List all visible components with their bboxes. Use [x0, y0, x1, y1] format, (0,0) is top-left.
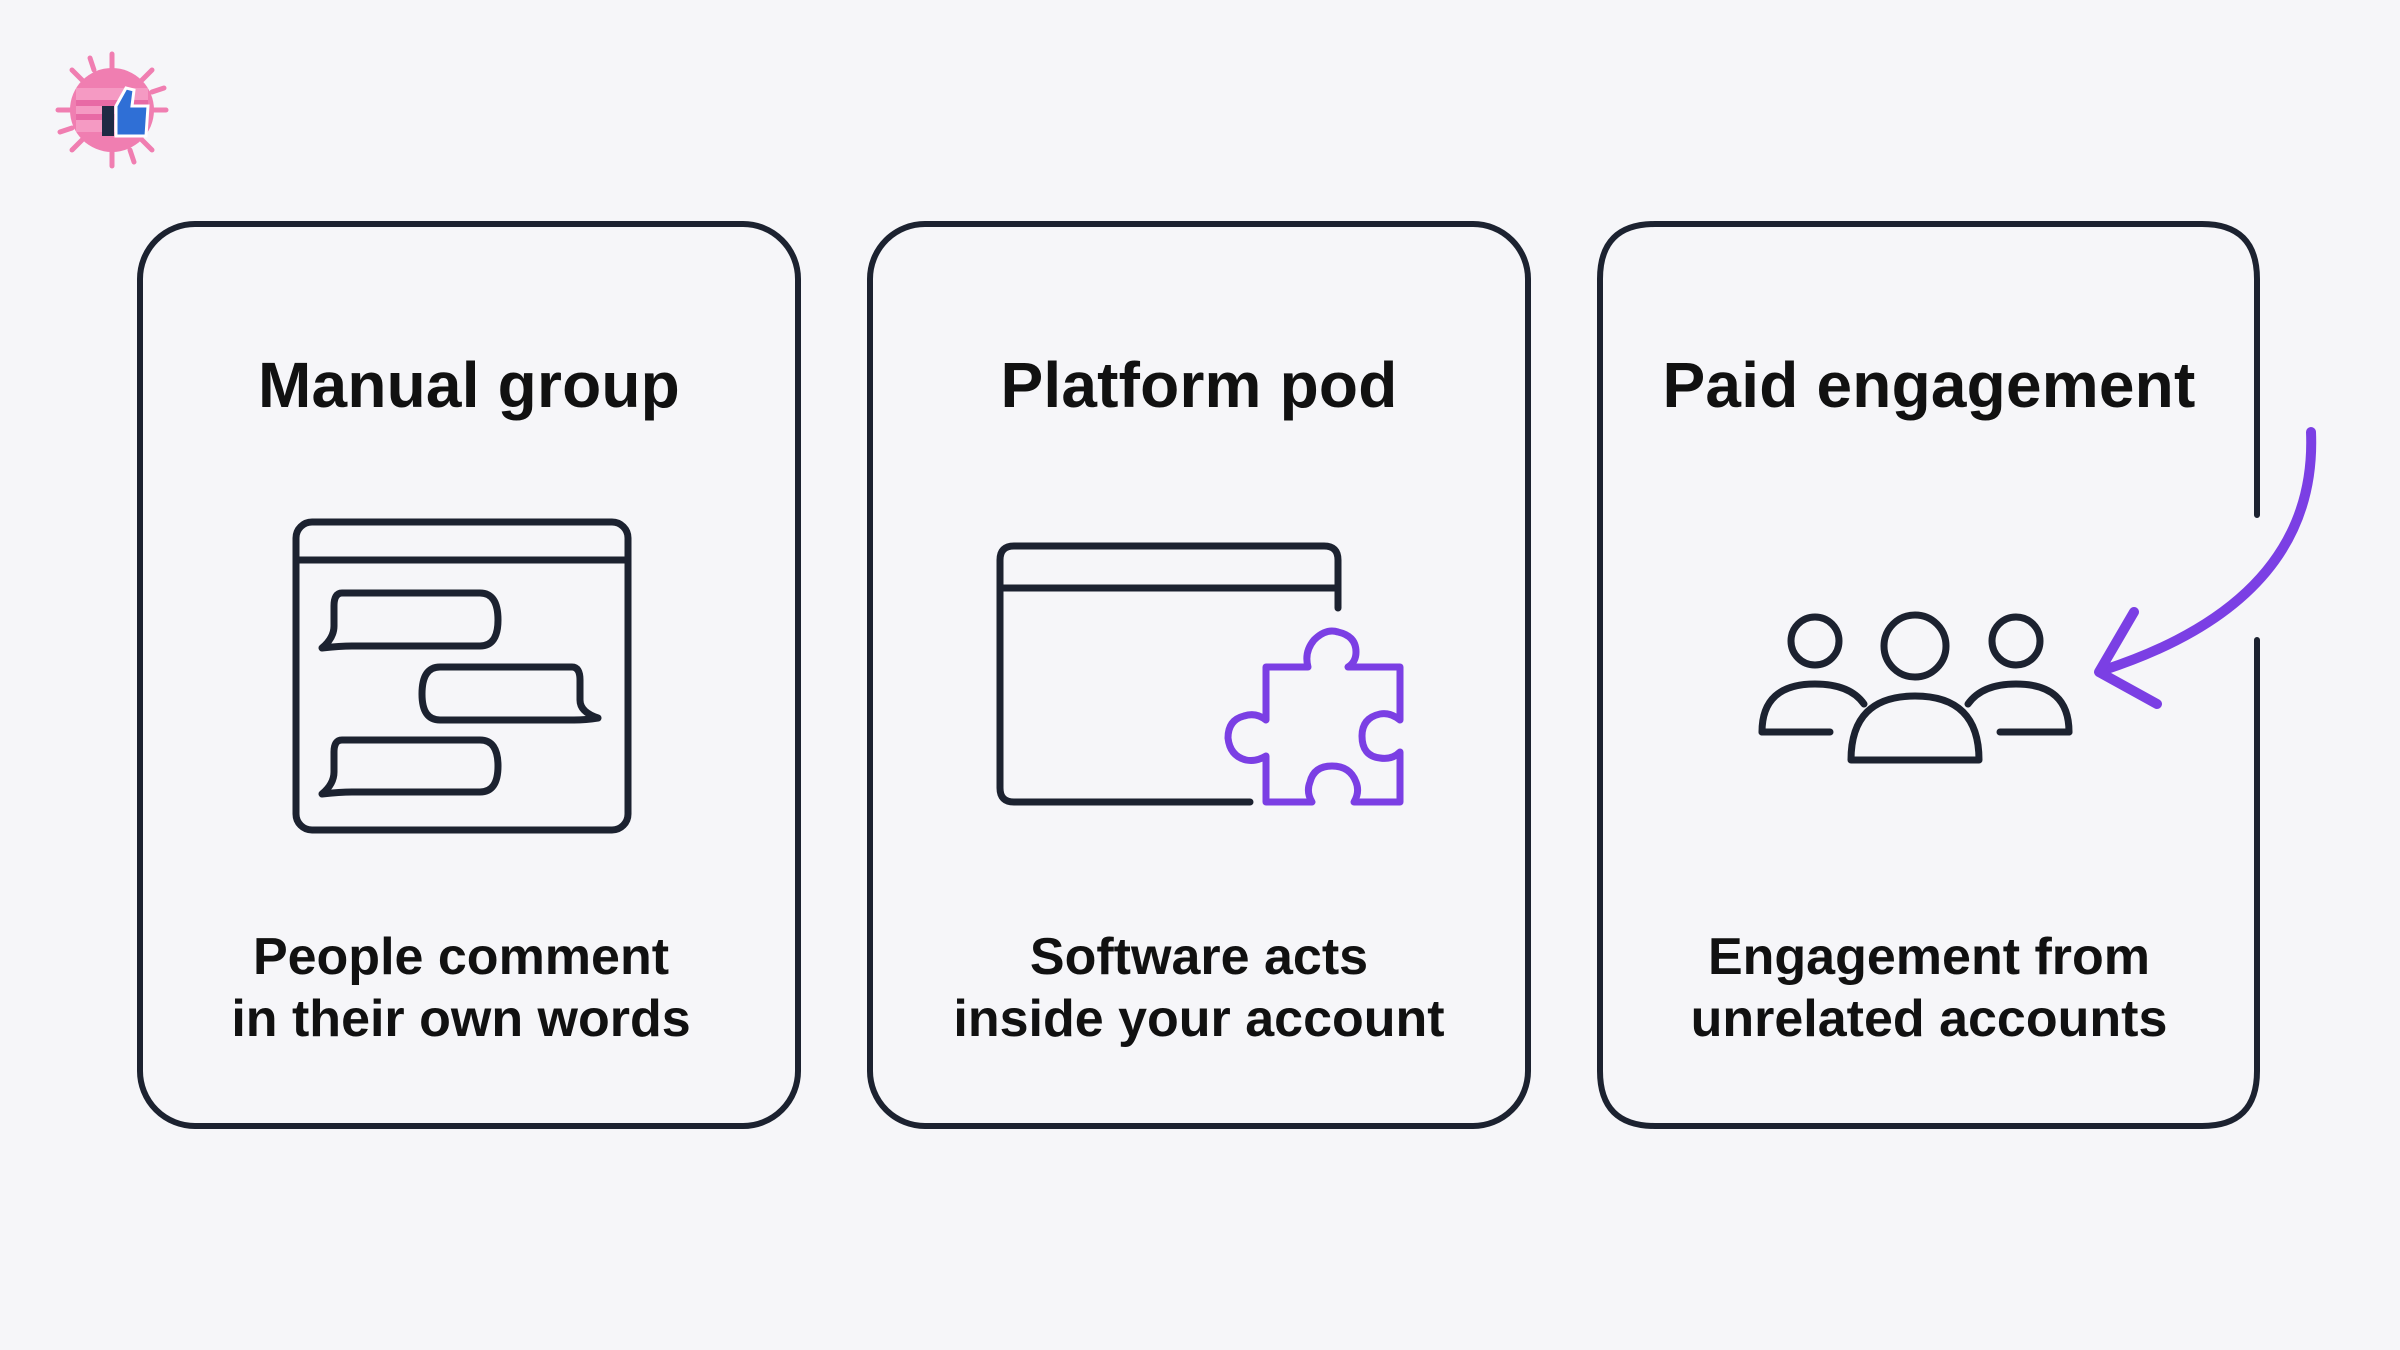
card-paid-engagement [1597, 221, 2260, 1129]
card-title-paid-engagement: Paid engagement [1662, 349, 2196, 421]
caption-line: People comment [252, 928, 670, 986]
thumbs-up-logo [55, 51, 169, 169]
caption-line: Software acts [1029, 928, 1369, 986]
caption-line: unrelated accounts [1690, 990, 2168, 1048]
puzzle-piece-icon [1224, 627, 1404, 806]
thumbs-up-icon [55, 51, 169, 169]
card-manual-group [137, 221, 801, 1129]
caption-line: in their own words [231, 990, 691, 1048]
card-platform-pod [867, 221, 1531, 1129]
card-caption-paid-engagement: Engagement from unrelated accounts [1599, 926, 2259, 1050]
chat-window-icon [292, 518, 632, 834]
puzzle-window-icon [996, 542, 1404, 806]
caption-line: Engagement from [1707, 928, 2151, 986]
card-caption-manual-group: People comment in their own words [131, 926, 791, 1050]
arrow-icon [2094, 427, 2317, 709]
card-title-manual-group: Manual group [258, 349, 680, 421]
people-group-icon [1758, 611, 2073, 764]
card-caption-platform-pod: Software acts inside your account [869, 926, 1529, 1050]
card-title-platform-pod: Platform pod [1000, 349, 1398, 421]
caption-line: inside your account [953, 990, 1445, 1048]
